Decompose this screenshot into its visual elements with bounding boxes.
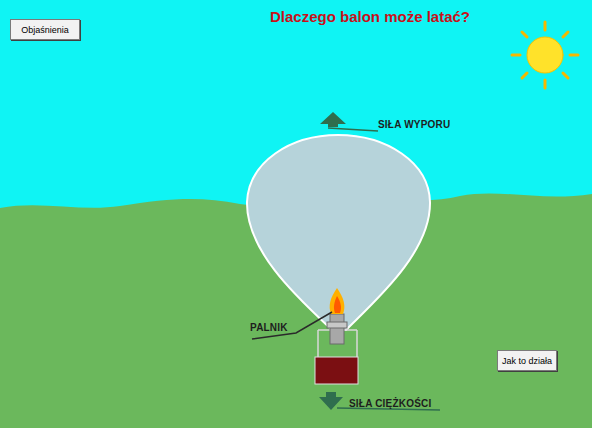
gravity-arrow [319,392,440,410]
basket [315,357,358,384]
button-box: Objaśnienia [10,19,80,40]
force-label: SIŁA WYPORU [378,119,450,130]
button-label: Objaśnienia [21,25,69,35]
burner [327,288,347,344]
sun [512,22,578,88]
button-box: Jak to działa [497,350,557,371]
force-label: PALNIK [250,322,288,333]
buoyancy-arrow [320,112,378,131]
balloon-envelope [247,135,430,330]
button-label: Jak to działa [502,356,552,366]
force-label: SIŁA CIĘŻKOŚCI [349,398,431,409]
title: Dlaczego balon może latać? [270,8,470,25]
